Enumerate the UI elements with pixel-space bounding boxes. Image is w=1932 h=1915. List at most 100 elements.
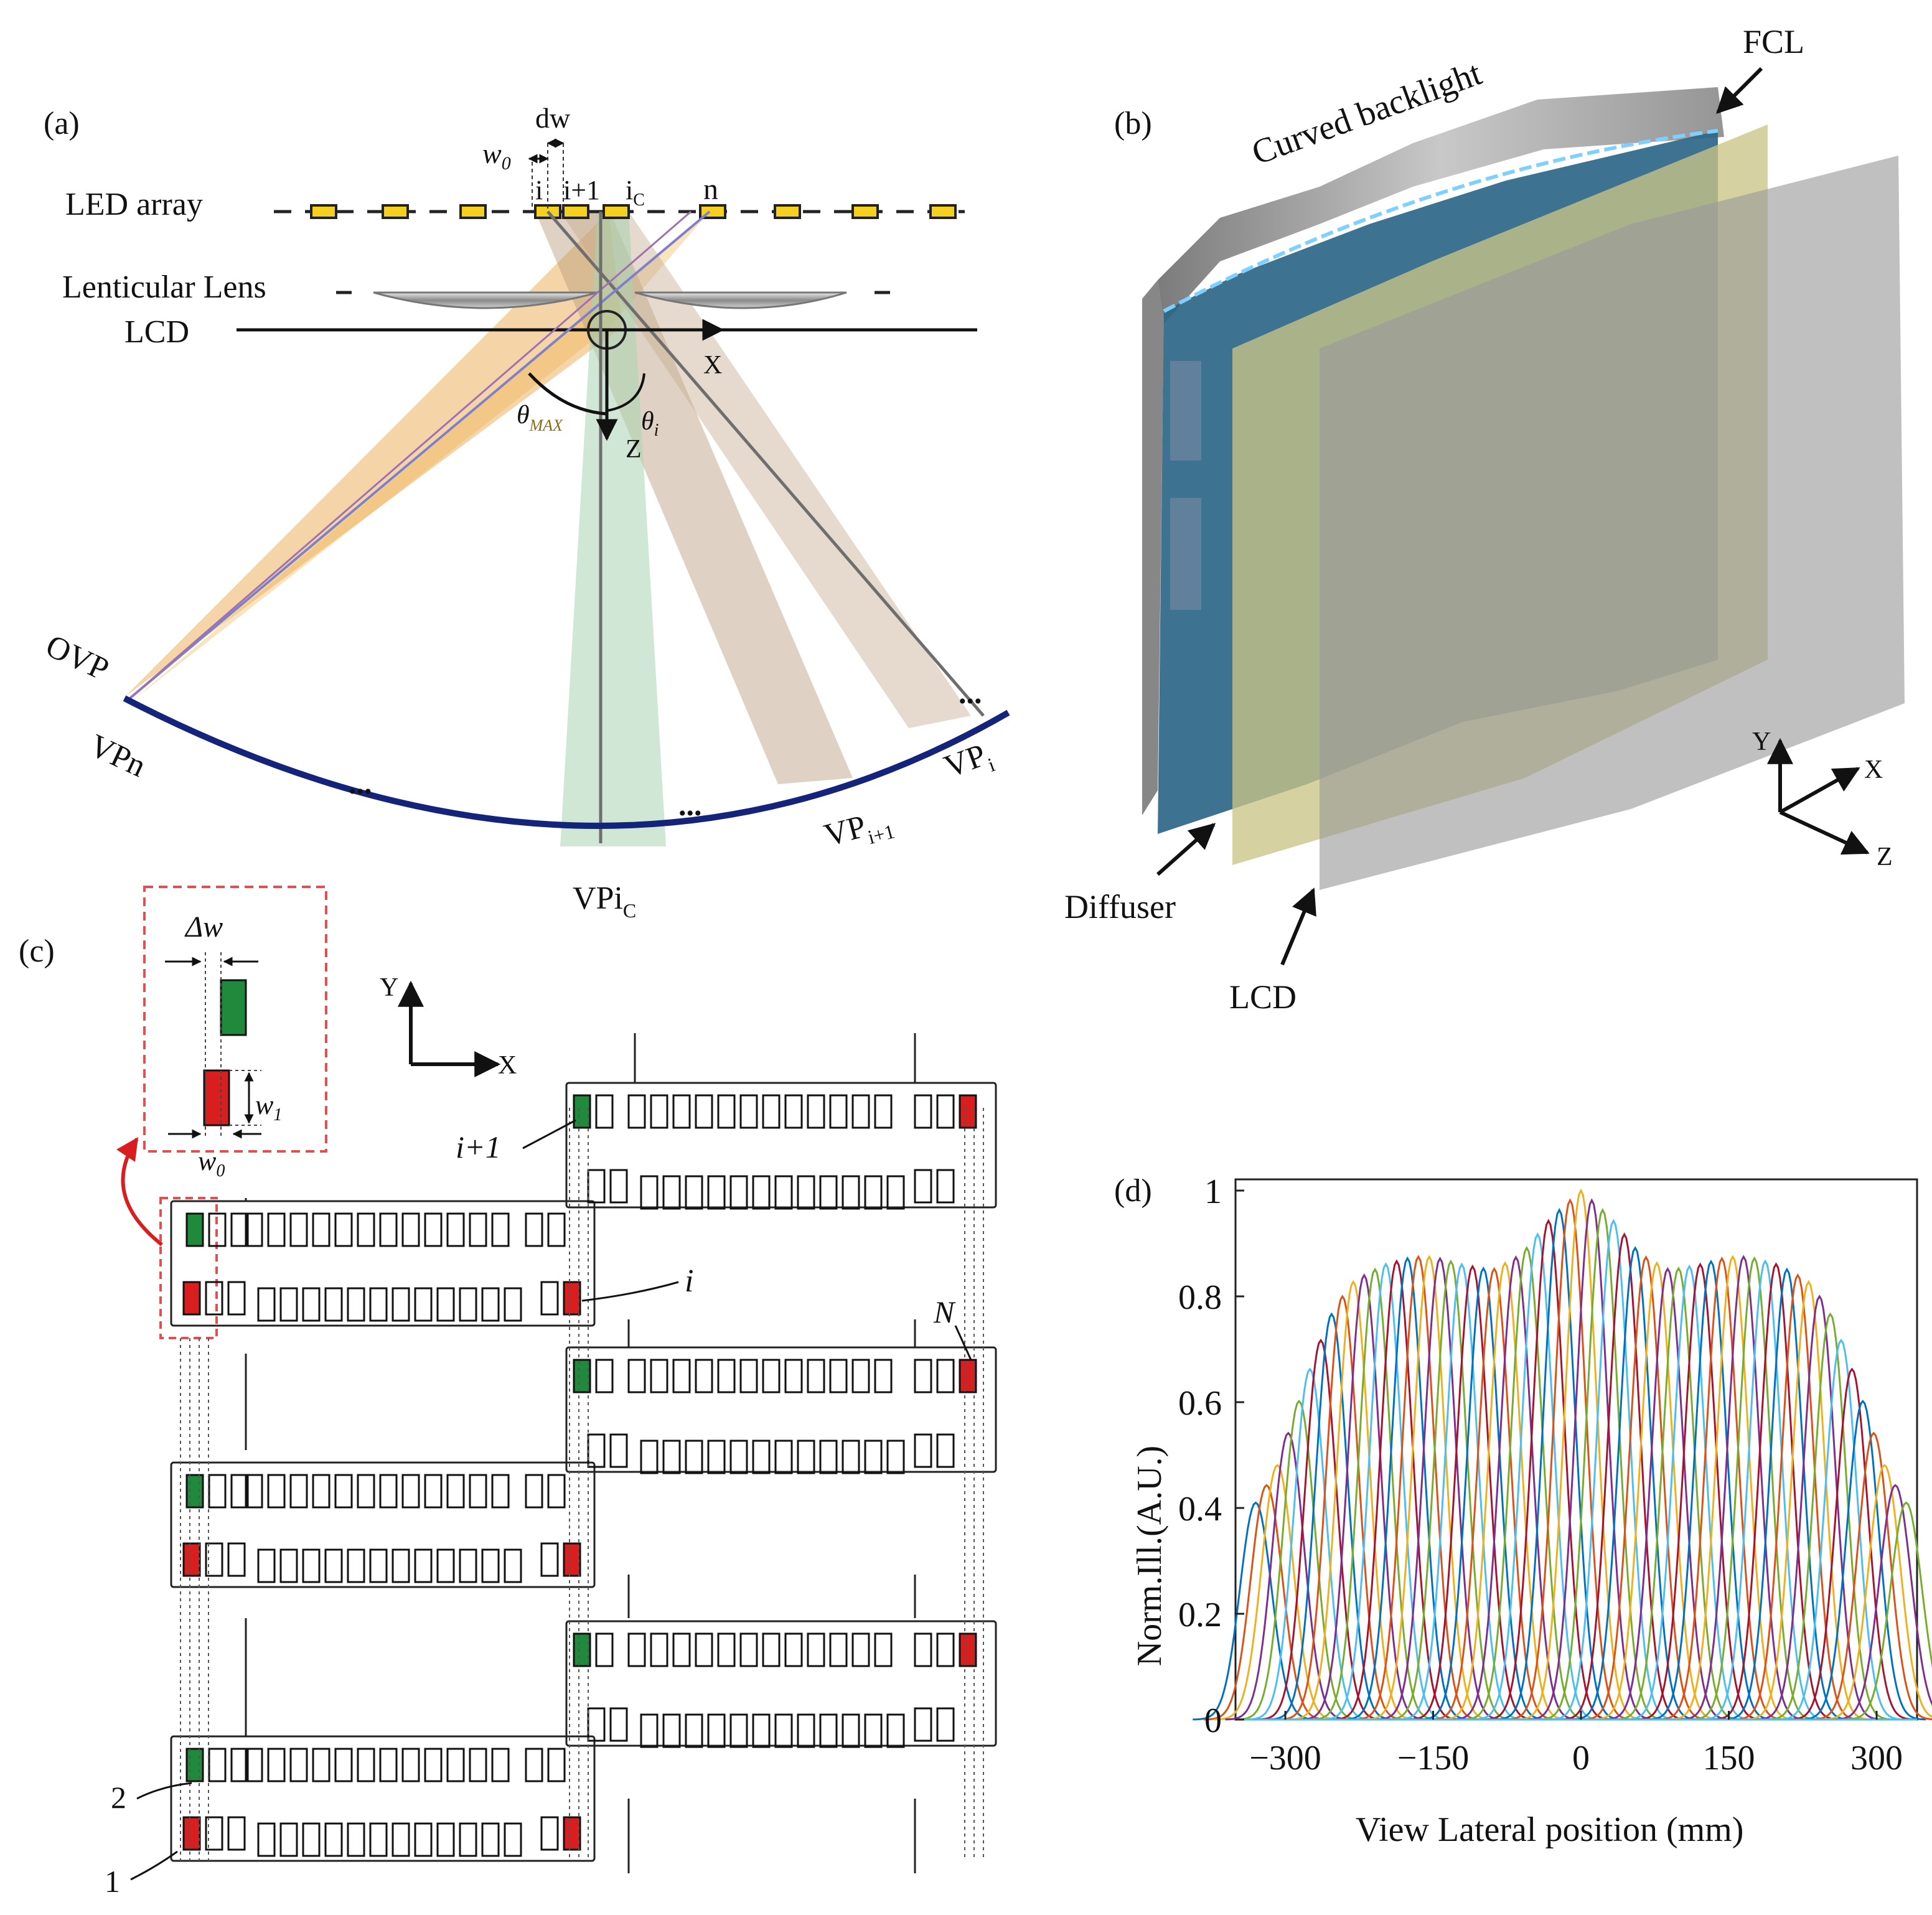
led-cell [525,1212,543,1247]
led-cell [936,1632,955,1667]
led-cell [842,1175,860,1210]
series-line-19 [1399,1262,1525,1721]
led-cell [230,1212,249,1247]
green-led-cell [185,1212,204,1247]
x-tick-label: −300 [1249,1739,1321,1777]
led-cell [227,1816,246,1851]
led-cell [267,1748,286,1782]
board-right-3-row-top-b [627,1632,893,1667]
led-cell [640,1175,659,1210]
theta-i-label: θi [641,407,659,440]
x-tick-label: 300 [1850,1739,1903,1777]
board-right-2-row-bot-b [640,1440,905,1474]
dots-left: ... [349,766,372,800]
led-cell [851,1359,870,1393]
led-cell [208,1748,227,1782]
board-left-2 [170,1461,596,1588]
lcd-arrow-b [1280,887,1316,966]
red-led-cell [182,1281,201,1316]
w1-label: w1 [255,1090,282,1125]
led-cell [874,1359,893,1393]
led-cell [707,1713,726,1748]
green-cone [560,212,666,846]
led-cell [312,1474,331,1509]
orange-cone-1 [124,212,622,697]
dots-right: ... [959,675,982,710]
series-line-16 [1366,1255,1493,1721]
board-right-2-row-bot-a [587,1433,628,1468]
led-cell [227,1281,246,1316]
led-cell [914,1433,932,1468]
board-left-1-row-top-b [245,1212,510,1247]
series-line-36 [1583,1255,1709,1721]
led-cell [864,1175,883,1210]
board-left-1 [170,1200,596,1327]
series-line-45 [1680,1255,1807,1721]
led-cell [205,1281,223,1316]
led-cell [424,1212,443,1247]
led-cell [784,1632,803,1667]
y-tick-label: 0.4 [1178,1490,1222,1529]
led-cell [914,1094,932,1129]
series-line-26 [1474,1232,1601,1721]
board-left-3-row-top-c [525,1748,566,1782]
led-cell [302,1822,321,1857]
led-cell [334,1474,353,1509]
series-line-40 [1626,1264,1753,1721]
led-cell [695,1094,713,1129]
series-line-8 [1279,1295,1406,1721]
red-led-cell [563,1816,581,1851]
led-cell [414,1822,433,1857]
led-cell [685,1713,703,1748]
led-cell [491,1212,510,1247]
ray-vpi [546,210,985,717]
series-line-5 [1247,1367,1373,1721]
board-frame-lines [245,1033,916,1873]
series-line-20 [1409,1264,1536,1721]
led-cell [357,1748,375,1782]
led-cell [807,1094,825,1129]
series-line-9 [1290,1280,1417,1721]
diffuser-label: Diffuser [1064,888,1176,925]
board-right-2-row-top-c [914,1359,977,1393]
led-cell [672,1359,691,1393]
led-cell [914,1632,932,1667]
led-cell [627,1632,646,1667]
led-cell [864,1440,883,1474]
series-line-33 [1550,1219,1677,1721]
axis-z-label-b: Z [1877,843,1893,871]
series-line-44 [1669,1255,1796,1721]
series-line-57 [1810,1431,1932,1721]
led-cell [819,1713,838,1748]
led-cell [267,1474,286,1509]
board-left-2-row-top-c [525,1474,566,1509]
zoom-region-box [159,1197,218,1339]
led-cell [886,1440,905,1474]
vpi1-label: VPi+1 [820,802,897,859]
fcl-label: FCL [1743,23,1804,60]
panel-a-tag: (a) [44,106,80,141]
led-board-1 [1170,361,1201,461]
led-cell [851,1632,870,1667]
led-cell [784,1094,803,1129]
board-right-1-row-top-a [573,1094,614,1129]
panel-c: (c) Δw w1 w0 Y X [19,886,997,1899]
led-cell [245,1474,263,1509]
shell-side [1142,280,1164,815]
led-cell [662,1713,681,1748]
led-cell [672,1094,691,1129]
led-cell [842,1713,860,1748]
series-line-31 [1529,1198,1655,1721]
led-cell [540,1281,559,1316]
series-line-15 [1355,1255,1482,1721]
curved-backlight-shell [1158,87,1724,324]
series-line-39 [1615,1266,1742,1721]
red-led-cell [182,1816,201,1851]
led-cell [436,1548,455,1583]
board-left-2-row-bot-a [182,1542,246,1577]
series-line-14 [1344,1256,1471,1721]
led-array-label: LED array [65,187,203,222]
led-cell [347,1548,365,1583]
axis-y-label-b: Y [1752,728,1771,756]
